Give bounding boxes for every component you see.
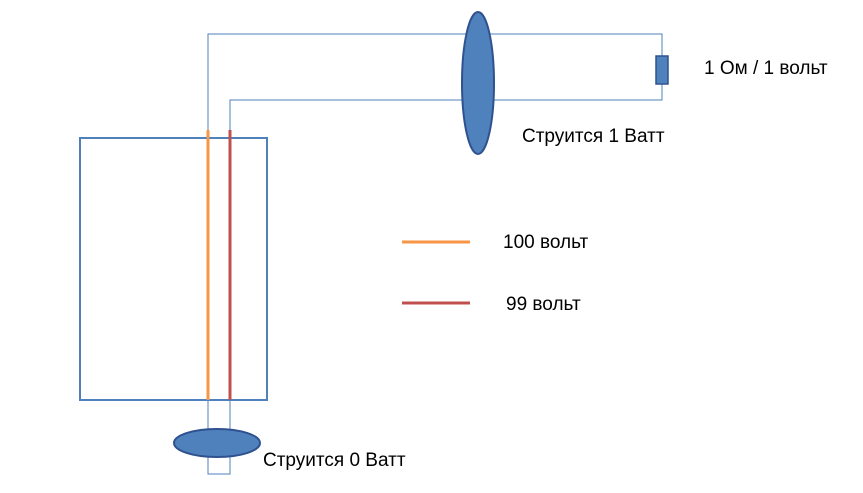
device-box [79,137,268,401]
resistor-icon [655,55,669,85]
top-flux-label: Струится 1 Ватт [522,126,665,147]
top-flux-ellipse [461,11,495,155]
bottom-flux-ellipse [173,428,261,458]
legend-label-100v: 100 вольт [503,232,589,253]
resistor-label: 1 Ом / 1 вольт [704,58,828,79]
wire-inner [229,84,663,130]
wire-outer [207,33,663,130]
bottom-flux-label: Струится 0 Ватт [263,450,406,471]
legend-label-99v: 99 вольт [506,294,581,315]
